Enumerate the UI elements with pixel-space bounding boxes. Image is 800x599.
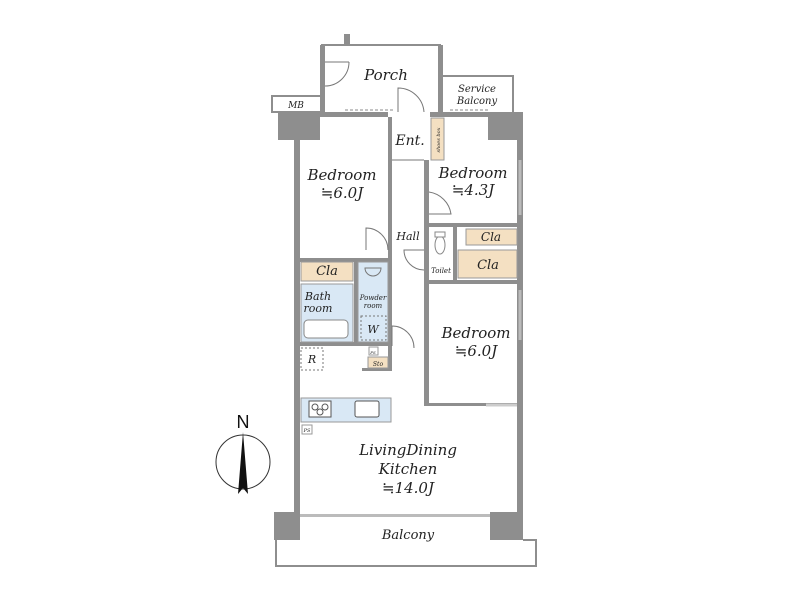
- ps-label: PS: [369, 350, 376, 355]
- bedroom-northeast: Bedroom ≒4.3J: [428, 160, 522, 215]
- bath-label: Bath: [304, 290, 331, 303]
- closet-label: Cla: [477, 258, 499, 273]
- shoes-box: [430, 117, 445, 161]
- powder-label-2: room: [364, 302, 383, 310]
- room-size: ≒4.3J: [452, 181, 495, 199]
- washer-label: W: [367, 323, 380, 336]
- closet-label: Cla: [481, 230, 501, 244]
- service-balcony: Service Balcony: [442, 75, 514, 112]
- room-size: ≒6.0J: [455, 342, 498, 360]
- mb-label: MB: [287, 101, 304, 111]
- ldk-label: LivingDining: [358, 441, 457, 459]
- meter-box: MB: [271, 95, 323, 113]
- service-balcony-label: Service: [458, 84, 496, 95]
- storage: [367, 356, 389, 369]
- toilet-label: Toilet: [431, 267, 451, 275]
- ps-label: PS: [303, 428, 311, 434]
- powder-label: Powder: [359, 294, 387, 302]
- closet: [457, 249, 518, 279]
- closet: [465, 228, 518, 246]
- bathtub: [303, 319, 349, 339]
- toilet: Toilet: [431, 231, 451, 275]
- bath-label-2: room: [304, 302, 333, 315]
- washer-space: [360, 315, 387, 341]
- room-name: Bedroom: [438, 164, 508, 182]
- bedroom-northwest: Bedroom ≒6.0J: [307, 166, 389, 251]
- room-size: ≒6.0J: [321, 184, 364, 202]
- bedroom-east: Bedroom ≒6.0J: [441, 290, 522, 407]
- north-arrow-icon: [238, 432, 248, 494]
- ldk-label-2: Kitchen: [378, 460, 438, 478]
- sink-icon: [354, 400, 380, 418]
- ldk-size: ≒14.0J: [382, 479, 435, 497]
- storage-label: Sto: [373, 361, 384, 368]
- stove-icon: [308, 400, 332, 418]
- compass: N: [215, 412, 271, 494]
- room-name: Bedroom: [441, 324, 511, 342]
- porch: Porch: [320, 34, 443, 113]
- powder-room: [357, 261, 389, 343]
- entrance-label: Ent.: [394, 133, 424, 149]
- interior-walls: [300, 117, 519, 406]
- room-name: Bedroom: [307, 166, 377, 184]
- porch-label: Porch: [363, 66, 408, 84]
- service-balcony-label-2: Balcony: [456, 96, 498, 107]
- shoes-box-label: shoes box: [436, 127, 442, 152]
- fridge-label: R: [307, 353, 316, 366]
- closet: [300, 261, 354, 282]
- fridge-space: [300, 347, 324, 371]
- balcony-label: Balcony: [381, 528, 435, 543]
- hall-label: Hall: [395, 230, 420, 243]
- north-label: N: [237, 412, 250, 432]
- closet-label: Cla: [316, 264, 338, 279]
- balcony: Balcony: [275, 528, 537, 567]
